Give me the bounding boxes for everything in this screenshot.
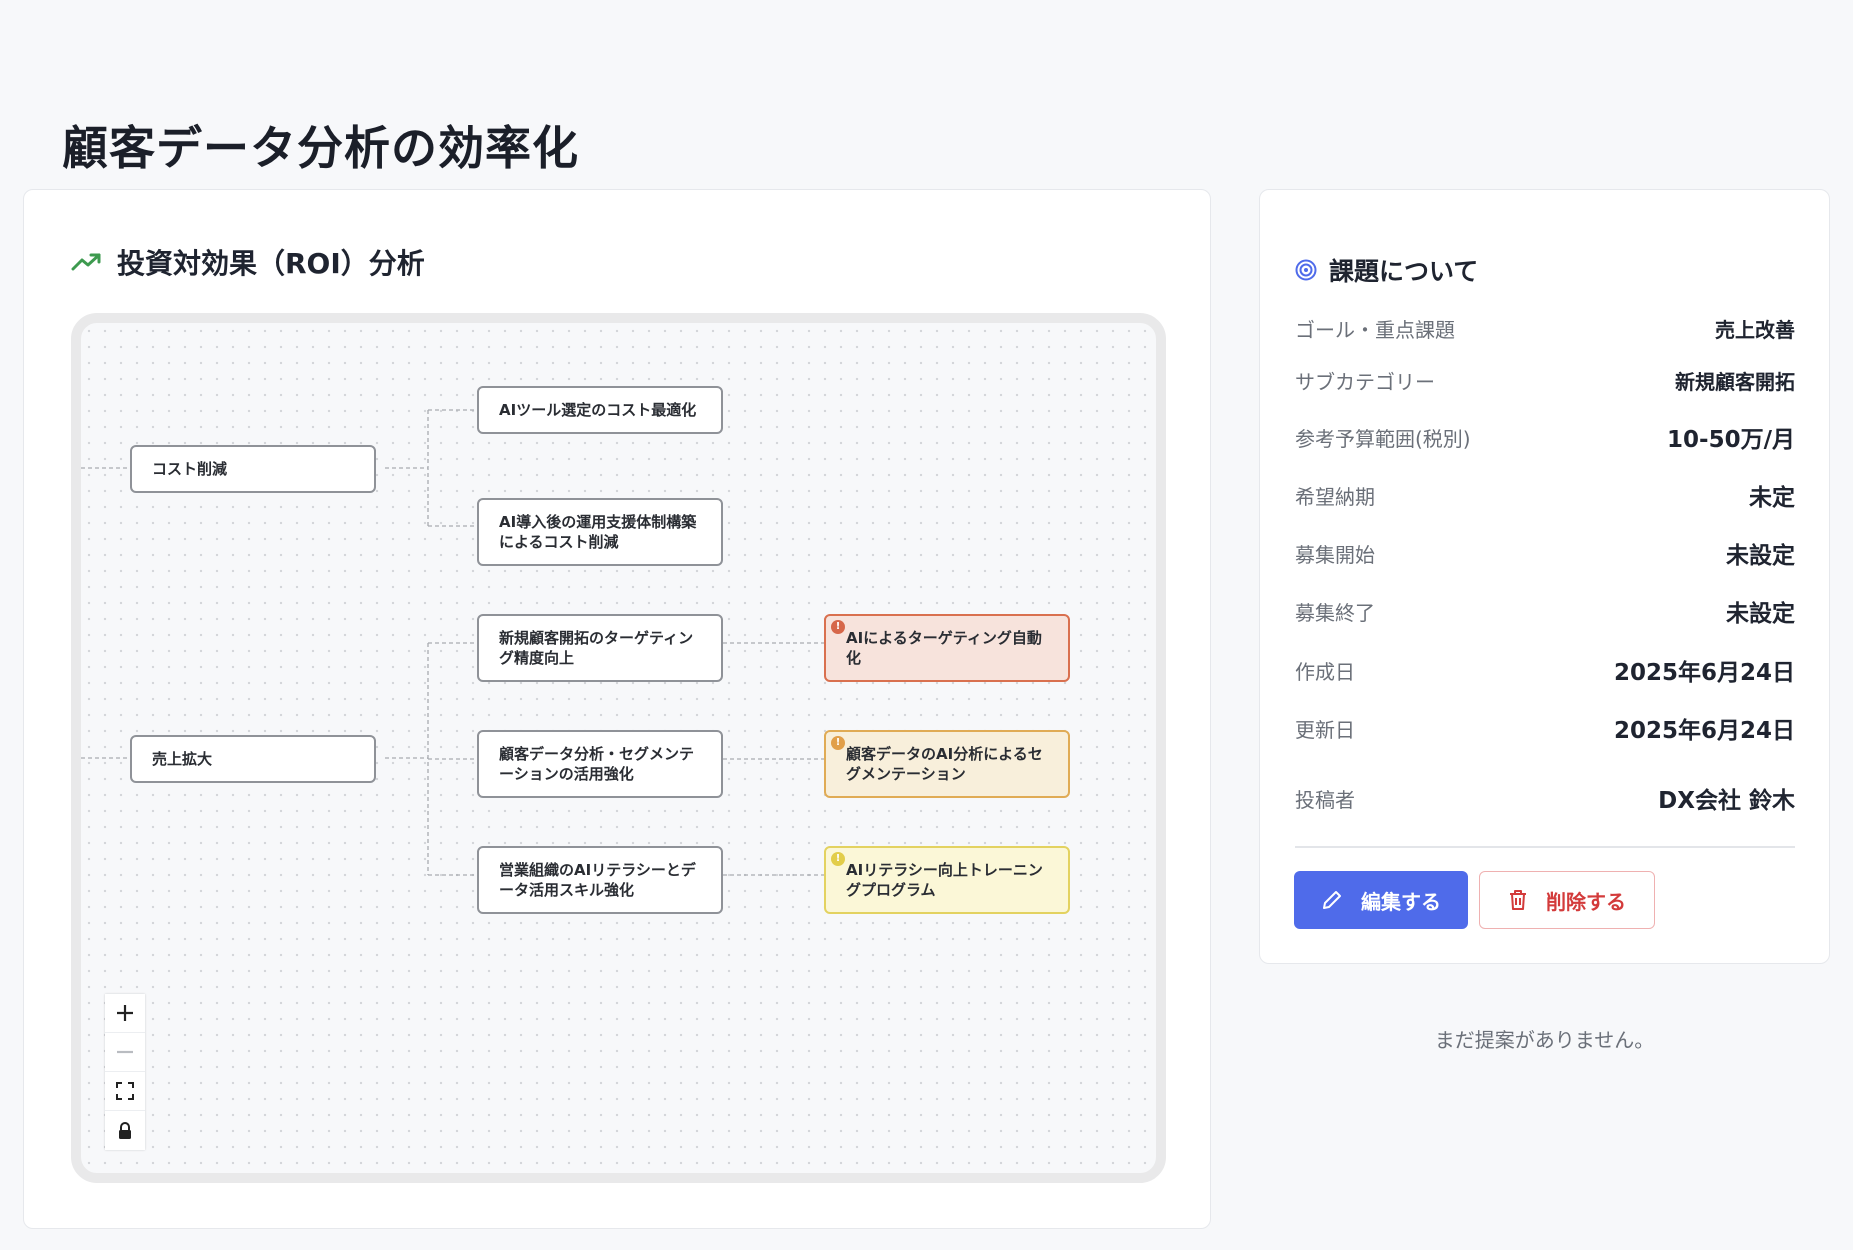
node-label: コスト削減 [152,460,228,478]
info-row-author: 投稿者 DX会社 鈴木 [1295,781,1795,815]
issue-card: 課題について ゴール・重点課題 売上改善 サブカテゴリー 新規顧客開拓 参考予算… [1259,189,1830,964]
zoom-out-button[interactable] [105,1033,145,1072]
node-label: 売上拡大 [152,750,213,768]
issue-title: 課題について [1329,257,1479,286]
info-value: DX会社 鈴木 [1658,788,1795,814]
info-label: 参考予算範囲(税別) [1295,426,1471,451]
info-label: サブカテゴリー [1295,370,1435,394]
node-sales-expansion[interactable]: 売上拡大 [130,735,376,783]
node-ai-support-cost[interactable]: AI導入後の運用支援体制構築によるコスト削減 [477,498,723,566]
info-row-goal: ゴール・重点課題 売上改善 [1295,314,1795,343]
node-label: 営業組織のAIリテラシーとデータ活用スキル強化 [499,861,696,899]
info-row-created: 作成日 2025年6月24日 [1295,653,1795,687]
empty-proposals-text: まだ提案がありません。 [1434,1028,1655,1052]
roi-card: 投資対効果（ROI）分析 [23,189,1211,1229]
trash-icon [1510,890,1526,910]
lock-icon [119,1121,131,1139]
info-label: 更新日 [1295,717,1355,742]
info-value: 新規顧客開拓 [1675,370,1795,394]
node-label: 新規顧客開拓のターゲティング精度向上 [499,629,694,667]
trending-up-icon [71,253,101,271]
fit-view-icon [116,1082,134,1100]
info-value: 未定 [1749,485,1795,511]
target-icon [1295,259,1317,281]
delete-button-label: 削除する [1546,889,1626,914]
info-label: ゴール・重点課題 [1295,318,1455,342]
node-cost-reduction[interactable]: コスト削減 [130,445,376,493]
delete-button[interactable]: 削除する [1479,871,1655,929]
roi-header: 投資対効果（ROI）分析 [71,242,425,282]
node-label: AIツール選定のコスト最適化 [499,401,697,419]
info-value: 未設定 [1726,543,1795,569]
edit-button-label: 編集する [1361,889,1441,914]
node-label: AIによるターゲティング自動化 [846,629,1042,667]
info-label: 募集開始 [1295,542,1375,567]
info-value: 10-50万/月 [1667,427,1795,453]
info-label: 希望納期 [1295,484,1375,509]
node-label: AIリテラシー向上トレーニングプログラム [846,861,1043,899]
node-ai-training[interactable]: ! AIリテラシー向上トレーニングプログラム [824,846,1070,914]
node-label: 顧客データのAI分析によるセグメンテーション [846,745,1043,783]
info-value: 売上改善 [1715,318,1795,342]
roi-flow-canvas[interactable]: コスト削減 売上拡大 AIツール選定のコスト最適化 AI導入後の運用支援体制構築… [71,313,1166,1183]
info-value: 2025年6月24日 [1613,660,1795,686]
roi-title: 投資対効果（ROI）分析 [117,247,425,280]
node-ai-segmentation[interactable]: ! 顧客データのAI分析によるセグメンテーション [824,730,1070,798]
flow-controls [105,994,145,1150]
info-row-updated: 更新日 2025年6月24日 [1295,711,1795,745]
info-value: 2025年6月24日 [1613,718,1795,744]
node-ai-targeting-auto[interactable]: ! AIによるターゲティング自動化 [824,614,1070,682]
alert-icon: ! [831,620,845,634]
page-title: 顧客データ分析の効率化 [62,121,579,175]
zoom-in-button[interactable] [105,994,145,1033]
flow-edges [81,409,824,876]
node-targeting-precision[interactable]: 新規顧客開拓のターゲティング精度向上 [477,614,723,682]
node-label: 顧客データ分析・セグメンテーションの活用強化 [499,745,695,783]
node-label: AI導入後の運用支援体制構築によるコスト削減 [499,513,697,551]
edit-button[interactable]: 編集する [1294,871,1468,929]
info-label: 投稿者 [1295,787,1355,812]
info-value: 未設定 [1726,601,1795,627]
info-label: 作成日 [1295,659,1355,684]
issue-header: 課題について [1295,252,1478,288]
info-label: 募集終了 [1295,600,1375,625]
info-row-recruit-end: 募集終了 未設定 [1295,594,1795,628]
alert-icon: ! [831,852,845,866]
node-segmentation-use[interactable]: 顧客データ分析・セグメンテーションの活用強化 [477,730,723,798]
node-ai-tool-cost[interactable]: AIツール選定のコスト最適化 [477,386,723,434]
alert-icon: ! [831,736,845,750]
minus-icon [117,1050,133,1054]
info-row-subcategory: サブカテゴリー 新規顧客開拓 [1295,366,1795,395]
divider [1295,846,1795,848]
info-row-budget: 参考予算範囲(税別) 10-50万/月 [1295,420,1795,454]
pencil-icon [1323,891,1341,909]
lock-button[interactable] [105,1111,145,1150]
plus-icon [117,1005,133,1021]
node-ai-literacy-skill[interactable]: 営業組織のAIリテラシーとデータ活用スキル強化 [477,846,723,914]
fit-view-button[interactable] [105,1072,145,1111]
info-row-deadline: 希望納期 未定 [1295,478,1795,512]
info-row-recruit-start: 募集開始 未設定 [1295,536,1795,570]
